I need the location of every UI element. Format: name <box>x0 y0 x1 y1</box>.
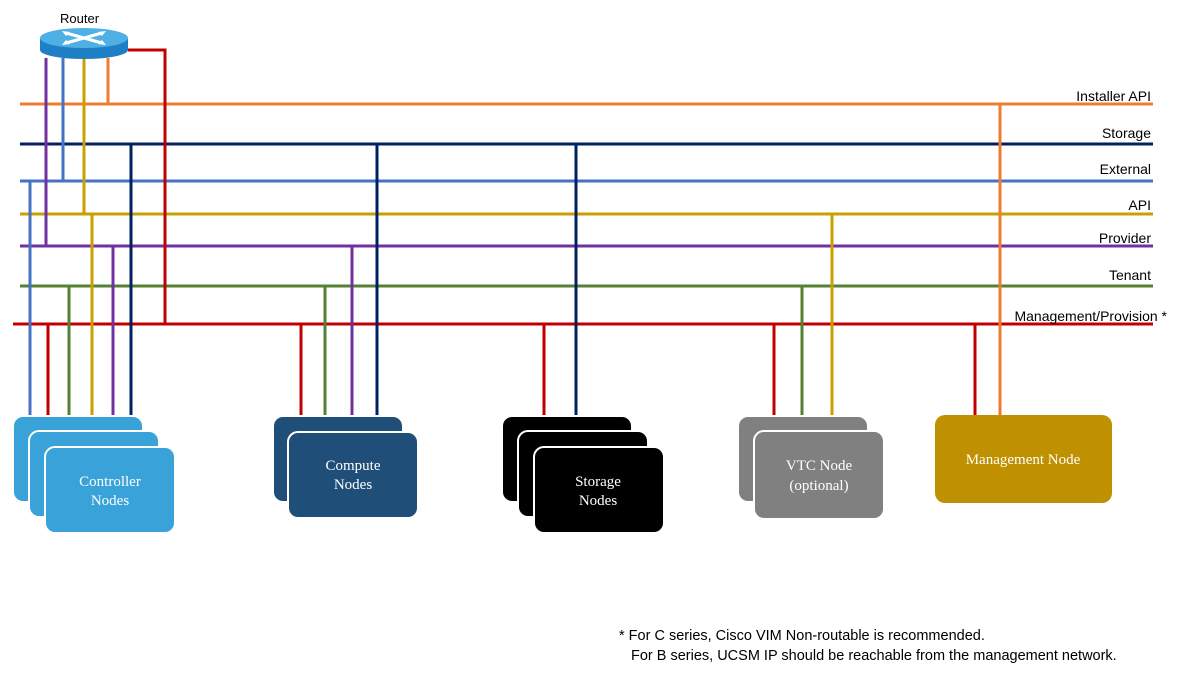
management-node-links <box>973 104 1002 418</box>
footnote-line-1: * For C series, Cisco VIM Non-routable i… <box>619 628 985 644</box>
management-network-label: Management/Provision * <box>1014 308 1167 324</box>
footnote: * For C series, Cisco VIM Non-routable i… <box>619 626 1117 666</box>
storage-network-label: Storage <box>1101 125 1151 141</box>
network-buses <box>13 102 1153 326</box>
storage-label-1: Storage <box>575 474 621 490</box>
footnote-line-2: For B series, UCSM IP should be reachabl… <box>631 648 1117 664</box>
router-icon <box>40 28 128 59</box>
router-uplinks <box>44 48 167 324</box>
api-network-label: API <box>1128 197 1151 213</box>
installer-api-label: Installer API <box>1076 88 1151 104</box>
compute-nodes: Compute Nodes <box>272 415 419 519</box>
compute-label-2: Nodes <box>334 477 372 493</box>
controller-links <box>28 144 133 418</box>
compute-label-1: Compute <box>326 458 381 474</box>
storage-label-2: Nodes <box>579 493 617 509</box>
management-node-label: Management Node <box>966 452 1081 468</box>
controller-label-2: Nodes <box>91 493 129 509</box>
provider-network-label: Provider <box>1098 230 1151 246</box>
vtc-label-2: (optional) <box>789 478 848 494</box>
router-label: Router <box>60 11 100 26</box>
tenant-network-label: Tenant <box>1108 267 1151 283</box>
management-node: Management Node <box>935 415 1112 503</box>
compute-links <box>299 144 379 418</box>
controller-nodes: Controller Nodes <box>12 415 176 534</box>
vtc-label-1: VTC Node <box>786 458 853 474</box>
vtc-node: VTC Node (optional) <box>737 415 885 520</box>
storage-nodes: Storage Nodes <box>501 415 665 534</box>
vtc-links <box>772 212 1000 418</box>
storage-links <box>542 144 578 418</box>
router-management-link <box>128 48 167 324</box>
controller-label-1: Controller <box>79 474 141 490</box>
external-network-label: External <box>1099 161 1151 177</box>
